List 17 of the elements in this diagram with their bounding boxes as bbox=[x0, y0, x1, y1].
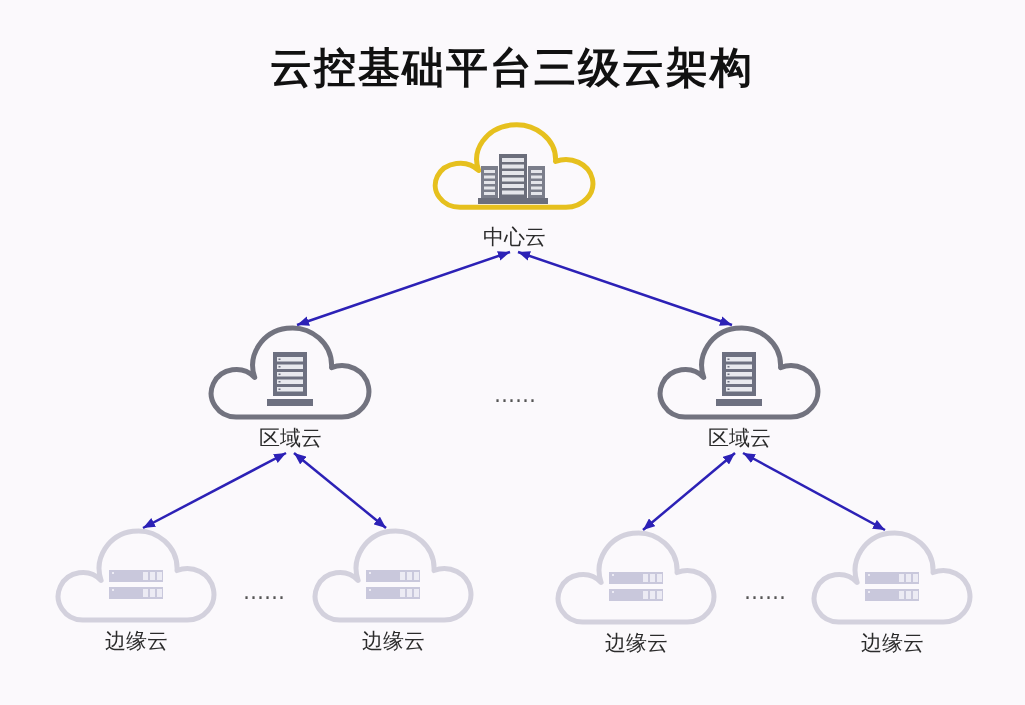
double-headed-arrow bbox=[142, 451, 287, 530]
node-label: 边缘云 bbox=[104, 628, 168, 654]
node-label: 区域云 bbox=[258, 425, 322, 451]
node-label: 边缘云 bbox=[860, 630, 924, 656]
double-headed-arrow bbox=[742, 451, 886, 532]
double-headed-arrow bbox=[296, 250, 511, 327]
ellipsis-text: …… bbox=[744, 579, 786, 605]
ellipsis-text: …… bbox=[494, 382, 536, 408]
node-label: 中心云 bbox=[482, 224, 546, 250]
double-headed-arrow bbox=[642, 452, 736, 531]
double-headed-arrow bbox=[293, 452, 387, 529]
node-label: 边缘云 bbox=[604, 630, 668, 656]
node-label: 区域云 bbox=[707, 425, 771, 451]
ellipsis-text: …… bbox=[243, 579, 285, 605]
double-headed-arrow bbox=[517, 250, 733, 327]
node-label: 边缘云 bbox=[361, 628, 425, 654]
title: 云控基础平台三级云架构 bbox=[270, 42, 754, 94]
